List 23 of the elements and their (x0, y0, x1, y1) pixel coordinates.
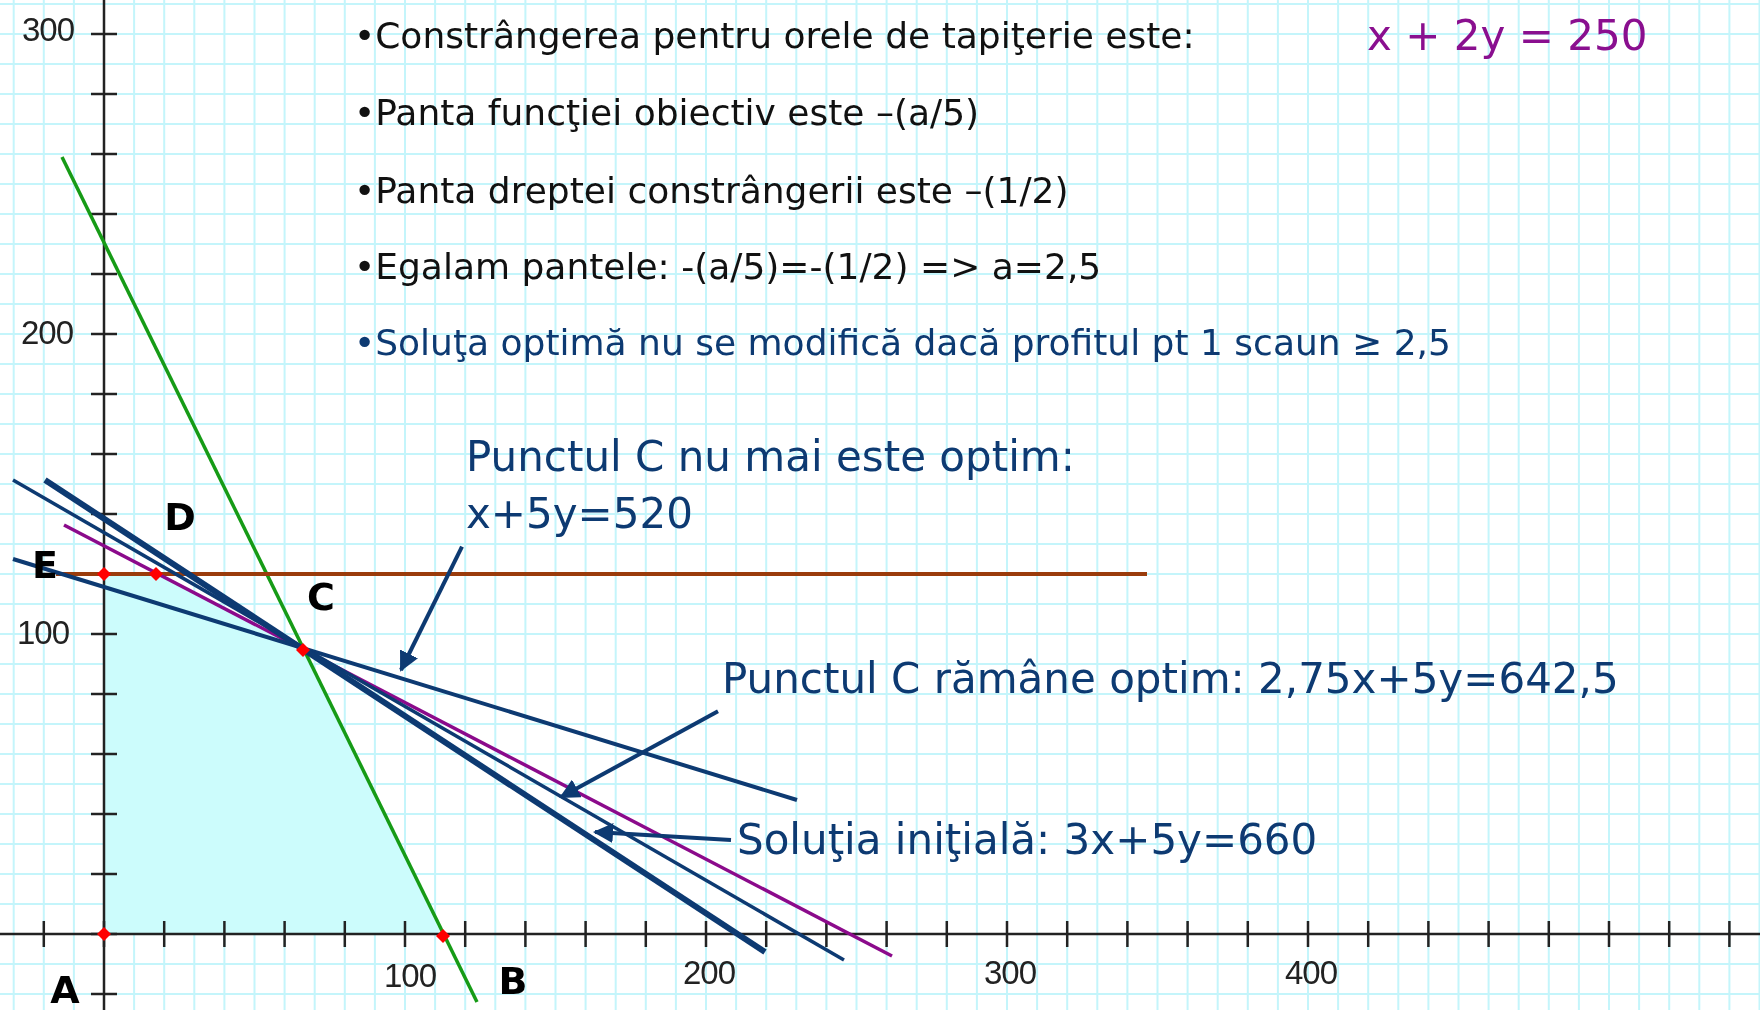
axis-tick-label: 200 (682, 955, 736, 989)
point-letter: D (164, 498, 196, 536)
axis-tick-label: 300 (983, 955, 1037, 989)
bullet-text: •Panta dreptei constrângerii este –(1/2) (354, 173, 1069, 209)
leader-arrow (593, 823, 732, 844)
annotation-text: Soluţia iniţială: 3x+5y=660 (737, 811, 1318, 869)
axis-tick-label: 100 (383, 958, 437, 992)
bullet-text: x + 2y = 250 (1367, 15, 1648, 57)
bullet-text: •Panta funcţiei obiectiv este –(a/5) (354, 95, 980, 131)
point-letter: C (307, 578, 335, 616)
leader-arrow (559, 709, 719, 799)
leader-arrow (399, 545, 464, 672)
axis-tick-label: 100 (16, 615, 70, 649)
axis-tick-label: 300 (21, 12, 75, 46)
bullet-text: •Constrângerea pentru orele de tapiţerie este: (354, 18, 1195, 54)
point-letter: B (498, 962, 528, 1000)
annotation-text: Punctul C rămâne optim: 2,75x+5y=642,5 (722, 650, 1619, 708)
annotation-text: Punctul C nu mai este optim: x+5y=520 (466, 429, 1206, 543)
axis-tick-label: 200 (20, 315, 74, 349)
bullet-text: •Egalam pantele: -(a/5)=-(1/2) => a=2,5 (354, 249, 1102, 285)
bullet-text: •Soluţa optimă nu se modifică dacă profitul pt 1 scaun ≥ 2,5 (354, 325, 1451, 361)
point-letter: A (50, 971, 80, 1009)
axis-tick-label: 400 (1284, 955, 1338, 989)
